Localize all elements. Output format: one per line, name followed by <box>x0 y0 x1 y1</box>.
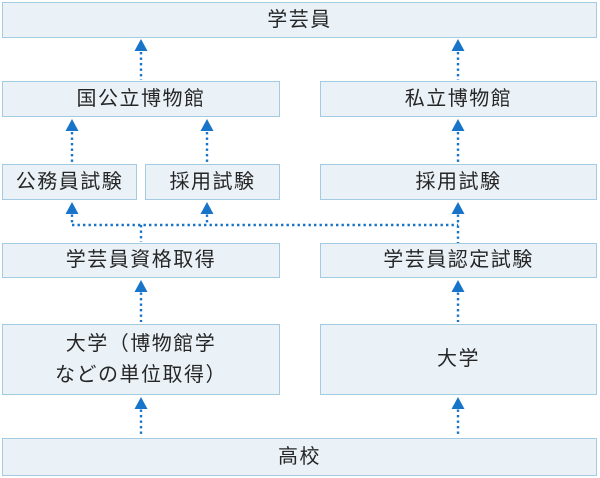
box-university-museology: 大学（博物館学 などの単位取得） <box>2 324 280 395</box>
box-curator-qualification: 学芸員資格取得 <box>2 243 280 278</box>
box-civil-service-exam-label: 公務員試験 <box>15 170 124 193</box>
box-curator-certification-exam: 学芸員認定試験 <box>320 243 597 278</box>
arrowhead-icon <box>451 280 465 292</box>
box-public-museum-label: 国公立博物館 <box>76 87 206 110</box>
arrowhead-icon <box>451 397 465 409</box>
box-employment-exam-public: 採用試験 <box>145 164 280 200</box>
arrowhead-icon <box>200 202 214 214</box>
box-employment-exam-private: 採用試験 <box>320 164 597 200</box>
box-curator-label: 学芸員 <box>267 8 332 31</box>
arrowhead-icon <box>65 202 79 214</box>
box-public-museum: 国公立博物館 <box>2 81 280 117</box>
arrowhead-icon <box>200 119 214 131</box>
arrow-employment-exam-to-public-museum <box>200 119 214 162</box>
box-private-museum-label: 私立博物館 <box>404 87 513 110</box>
arrow-civil-exam-to-public-museum <box>65 119 79 162</box>
box-high-school-label: 高校 <box>278 445 321 468</box>
arrowhead-icon <box>65 119 79 131</box>
arrowhead-icon <box>134 39 148 51</box>
box-curator-certification-exam-label: 学芸員認定試験 <box>383 249 534 271</box>
box-employment-exam-public-label: 採用試験 <box>169 170 256 193</box>
arrow-highschool-to-university-museology <box>134 397 148 436</box>
box-university-museology-line2: などの単位取得） <box>55 363 227 386</box>
arrowhead-icon <box>451 202 465 214</box>
arrow-private-museum-to-curator <box>451 39 465 80</box>
arrow-university-to-certification <box>451 280 465 322</box>
arrow-public-museum-to-curator <box>134 39 148 80</box>
arrow-highschool-to-university <box>451 397 465 436</box>
box-curator: 学芸員 <box>2 2 597 38</box>
box-curator-qualification-label: 学芸員資格取得 <box>65 249 217 271</box>
box-university: 大学 <box>320 324 597 395</box>
box-university-museology-label: 大学（博物館学 などの単位取得） <box>55 329 227 391</box>
junction-qualification-to-exams <box>65 202 465 243</box>
box-university-label: 大学 <box>437 348 480 370</box>
box-high-school: 高校 <box>2 438 597 476</box>
arrowhead-icon <box>134 397 148 409</box>
arrow-university-to-qualification <box>134 280 148 322</box>
arrowhead-icon <box>451 119 465 131</box>
arrow-employment-exam-to-private-museum <box>451 119 465 162</box>
box-university-museology-line1: 大学（博物館学 <box>65 332 217 355</box>
box-employment-exam-private-label: 採用試験 <box>415 170 502 193</box>
arrowhead-icon <box>451 39 465 51</box>
box-civil-service-exam: 公務員試験 <box>2 164 137 200</box>
arrowhead-icon <box>134 280 148 292</box>
box-private-museum: 私立博物館 <box>320 81 597 117</box>
